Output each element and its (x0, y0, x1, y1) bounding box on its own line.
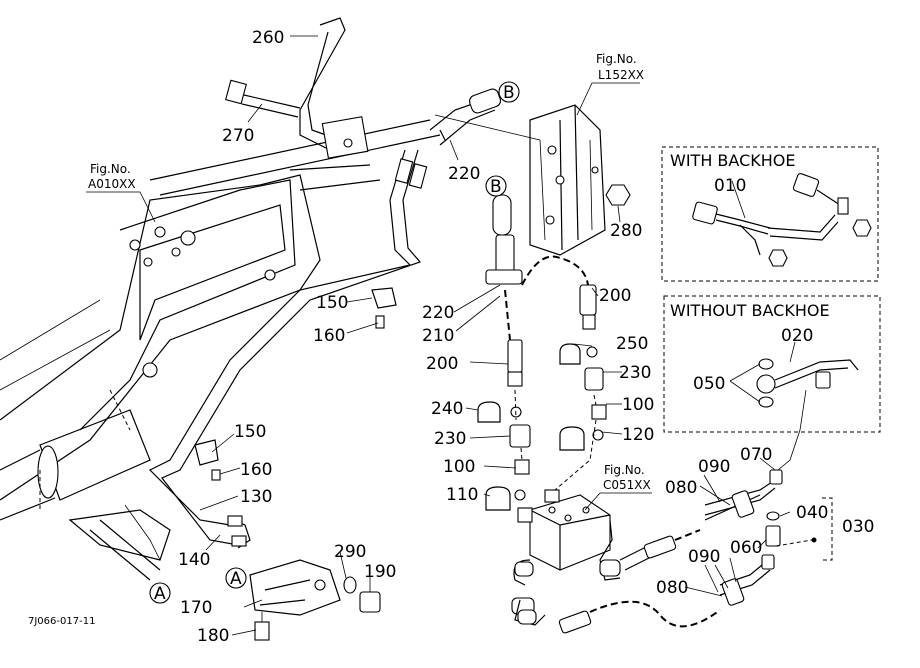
loader-frame (0, 119, 441, 581)
part-label: 040 (796, 503, 828, 523)
with-backhoe-title: WITH BACKHOE (670, 151, 795, 170)
marker-b-top-label: B (503, 83, 515, 103)
part-label: 080 (656, 578, 688, 598)
svg-text:L152XX: L152XX (598, 68, 644, 82)
bracket-l152 (434, 104, 606, 256)
svg-text:C051XX: C051XX (603, 478, 651, 492)
part-label: 230 (619, 363, 651, 383)
without-backhoe-box: WITHOUT BACKHOE (663, 295, 881, 471)
leader-lines (199, 35, 833, 636)
part-label: 010 (714, 176, 746, 196)
marker-b-top: B (498, 81, 520, 103)
part-label: 200 (599, 286, 631, 306)
part-label: 160 (240, 460, 272, 480)
part-label: 020 (781, 326, 813, 346)
swivel-fittings (704, 469, 817, 606)
part-label: 250 (616, 334, 648, 354)
lower-bracket (249, 559, 381, 641)
fig-ref-c051: Fig.No. C051XX (584, 463, 652, 511)
part-label: 220 (448, 164, 480, 184)
part-label: 220 (422, 303, 454, 323)
svg-text:A010XX: A010XX (88, 177, 136, 191)
part-label: 090 (688, 547, 720, 567)
part-label: 260 (252, 28, 284, 48)
part-label: 030 (842, 517, 874, 537)
part-label: 080 (665, 478, 697, 498)
part-label: 240 (431, 399, 463, 419)
clamps (194, 287, 397, 481)
without-backhoe-title: WITHOUT BACKHOE (670, 301, 830, 320)
part-labels: 260 270 220 280 150 160 220 210 200 200 … (178, 28, 874, 646)
part-label: 090 (698, 457, 730, 477)
marker-a-left: A (149, 582, 171, 604)
fig-ref-a010: Fig.No. A010XX (86, 162, 156, 223)
marker-b-center-label: B (490, 177, 502, 197)
marker-a-left-label: A (154, 584, 166, 604)
valve-block (511, 489, 761, 634)
part-label: 210 (422, 326, 454, 346)
part-label: 170 (180, 598, 212, 618)
part-label: 190 (364, 562, 396, 582)
nut-280 (605, 184, 631, 206)
part-label: 270 (222, 126, 254, 146)
svg-text:Fig.No.: Fig.No. (604, 463, 645, 477)
part-label: 290 (334, 542, 366, 562)
part-label: 280 (610, 221, 642, 241)
part-label: 150 (234, 422, 266, 442)
part-label: 140 (178, 550, 210, 570)
marker-a-bottom: A (225, 567, 247, 589)
part-label: 200 (426, 354, 458, 374)
part-label: 110 (446, 485, 478, 505)
svg-text:Fig.No.: Fig.No. (90, 162, 131, 176)
bolt-270 (225, 79, 301, 118)
part-label: 050 (693, 374, 725, 394)
part-label: 100 (622, 395, 654, 415)
part-label: 180 (197, 626, 229, 646)
svg-text:Fig.No.: Fig.No. (596, 52, 637, 66)
part-label: 130 (240, 487, 272, 507)
center-hoses (477, 194, 607, 511)
handle-260 (299, 17, 369, 159)
part-label: 060 (730, 538, 762, 558)
part-label: 230 (434, 429, 466, 449)
with-backhoe-box: WITH BACKHOE (661, 146, 879, 282)
part-label: 150 (316, 293, 348, 313)
part-label: 120 (622, 425, 654, 445)
part-label: 100 (443, 457, 475, 477)
part-label: 160 (313, 326, 345, 346)
part-label: 070 (740, 445, 772, 465)
marker-b-center: B (485, 175, 507, 197)
marker-a-bottom-label: A (230, 569, 242, 589)
fig-ref-l152: Fig.No. L152XX (576, 52, 644, 116)
diagram-code: 7J066-017-11 (28, 616, 95, 627)
hydraulic-tubes (148, 88, 502, 549)
